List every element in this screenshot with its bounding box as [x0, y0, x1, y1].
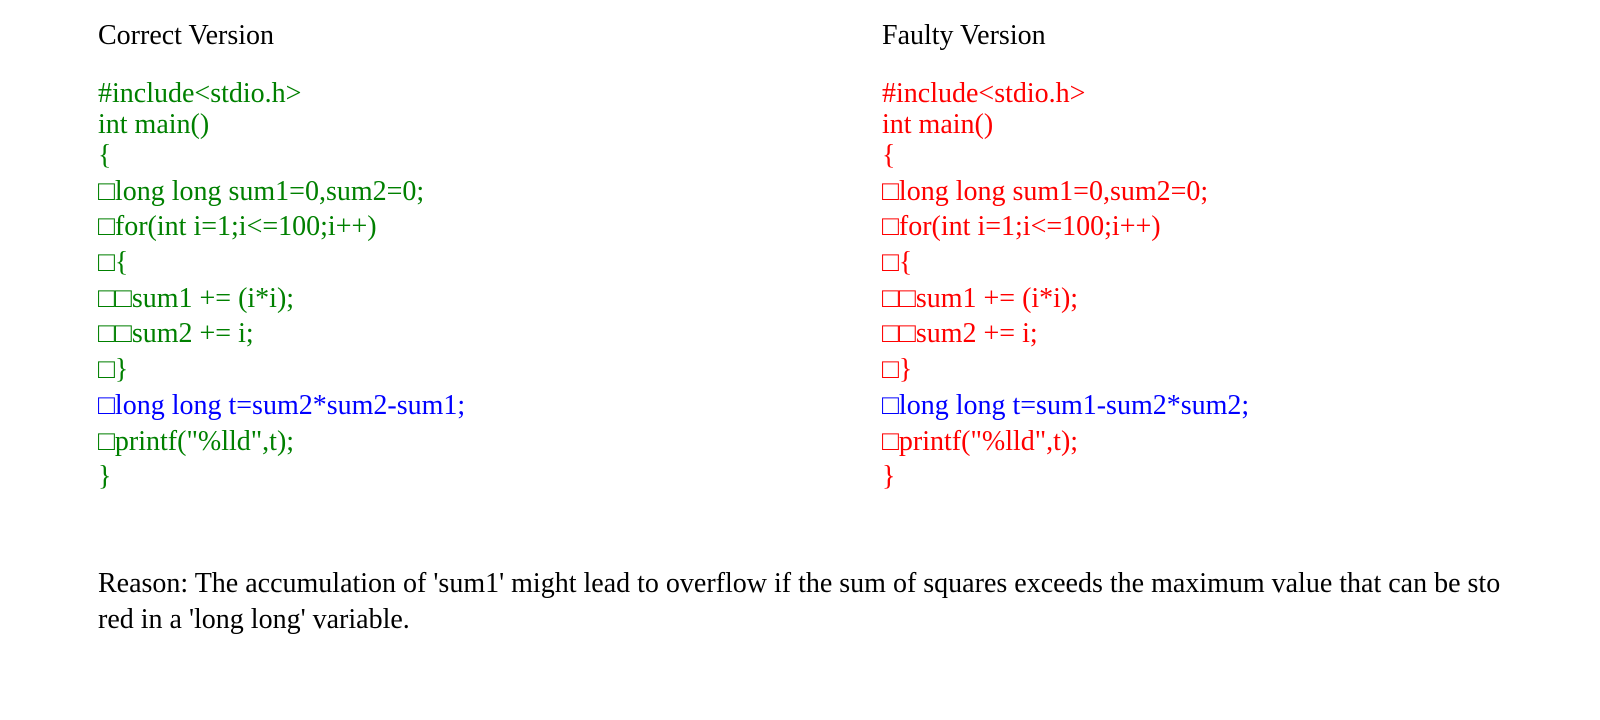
reason-line-1: Reason: The accumulation of 'sum1' might… — [98, 568, 1501, 599]
faulty-version-heading: Faulty Version — [882, 20, 1046, 51]
faulty-code-line: □long long t=sum1-sum2*sum2; — [882, 389, 1250, 421]
correct-code-line: □□sum1 += (i*i); — [98, 282, 295, 314]
faulty-code-line: □} — [882, 354, 913, 386]
faulty-code-line: □□sum1 += (i*i); — [882, 282, 1079, 314]
faulty-code-line: int main() — [882, 109, 994, 140]
correct-code-line: □printf("%lld",t); — [98, 425, 295, 457]
correct-code-line: { — [98, 140, 112, 171]
correct-code-block: #include<stdio.h>int main(){ □long long s… — [98, 76, 465, 495]
reason-line-2: red in a 'long long' variable. — [98, 604, 410, 635]
faulty-code-block: #include<stdio.h>int main(){ □long long s… — [882, 76, 1249, 495]
reason-text: Reason: The accumulation of 'sum1' might… — [98, 566, 1600, 638]
correct-code-line: □long long sum1=0,sum2=0; — [98, 175, 425, 207]
faulty-code-line: □for(int i=1;i<=100;i++) — [882, 211, 1161, 243]
faulty-code-line: { — [882, 140, 896, 171]
faulty-code-line: #include<stdio.h> — [882, 78, 1086, 109]
faulty-code-line: □long long sum1=0,sum2=0; — [882, 175, 1209, 207]
correct-code-line: int main() — [98, 109, 210, 140]
correct-code-line: #include<stdio.h> — [98, 78, 302, 109]
correct-code-line: □{ — [98, 247, 129, 279]
correct-code-line: } — [98, 461, 112, 493]
correct-code-line: □for(int i=1;i<=100;i++) — [98, 211, 377, 243]
faulty-code-line: } — [882, 461, 896, 493]
faulty-version-panel: Faulty Version #include<stdio.h>int main… — [882, 18, 1249, 495]
faulty-code-line: □□sum2 += i; — [882, 318, 1038, 350]
correct-code-line: □} — [98, 354, 129, 386]
correct-code-line: □long long t=sum2*sum2-sum1; — [98, 389, 466, 421]
correct-version-panel: Correct Version #include<stdio.h>int mai… — [98, 18, 465, 495]
faulty-code-line: □{ — [882, 247, 913, 279]
correct-code-line: □□sum2 += i; — [98, 318, 254, 350]
correct-version-heading: Correct Version — [98, 20, 274, 51]
faulty-code-line: □printf("%lld",t); — [882, 425, 1079, 457]
